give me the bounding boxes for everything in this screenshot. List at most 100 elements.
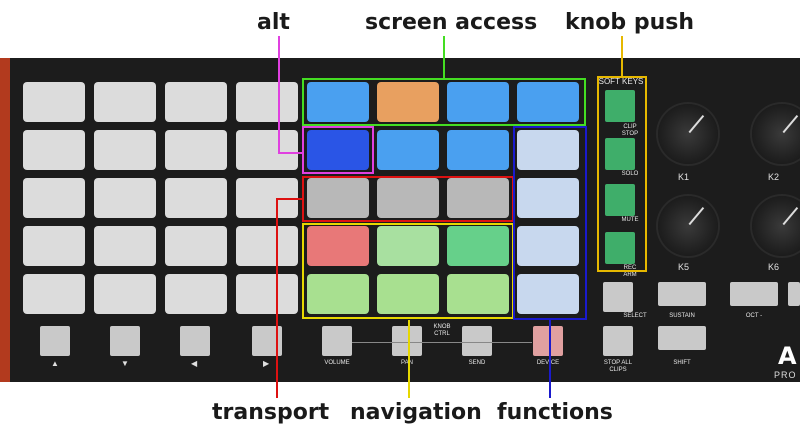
soft-key-rec-arm[interactable]: [605, 232, 635, 264]
pad[interactable]: [447, 130, 509, 170]
down-arrow-icon: ▼: [121, 359, 129, 368]
knob-k6[interactable]: [752, 196, 800, 256]
pad[interactable]: [23, 130, 85, 170]
select-label: SELECT: [623, 313, 647, 319]
pad[interactable]: [447, 82, 509, 122]
pad[interactable]: [165, 130, 227, 170]
pad[interactable]: [377, 178, 439, 218]
send-label: SEND: [468, 360, 486, 366]
callout-screen-access: screen access: [365, 10, 538, 35]
knob-k2-label: K2: [768, 172, 780, 182]
pad[interactable]: [165, 274, 227, 314]
pad[interactable]: [377, 274, 439, 314]
pad[interactable]: [517, 178, 579, 218]
callout-transport: transport: [212, 400, 330, 425]
soft-keys-header: SOFT KEYS: [598, 77, 644, 86]
side-trim: [0, 58, 10, 382]
pad[interactable]: [307, 178, 369, 218]
pad[interactable]: [236, 130, 298, 170]
soft-key-solo[interactable]: [605, 138, 635, 170]
soft-key-label: REC ARM: [623, 265, 637, 278]
down-arrow-button[interactable]: [110, 326, 140, 356]
sustain-label: SUSTAIN: [669, 313, 695, 319]
pad[interactable]: [165, 178, 227, 218]
select-button[interactable]: [603, 282, 633, 312]
up-arrow-icon: ▲: [51, 359, 59, 368]
pad[interactable]: [517, 274, 579, 314]
knob-ctrl-line: [352, 342, 532, 343]
pad[interactable]: [307, 130, 369, 170]
pad[interactable]: [23, 226, 85, 266]
screen-access-leader: [443, 36, 445, 78]
send-button[interactable]: [462, 326, 492, 356]
stop-all-clips-button[interactable]: [603, 326, 633, 356]
pad[interactable]: [377, 226, 439, 266]
knob-k6-label: K6: [768, 262, 780, 272]
alt-leader-horizontal: [278, 152, 304, 154]
knob-push-leader: [621, 36, 623, 76]
transport-leader-vertical: [276, 198, 278, 398]
pad[interactable]: [236, 82, 298, 122]
pad[interactable]: [23, 178, 85, 218]
oct-minus-label: OCT -: [745, 313, 763, 319]
pad[interactable]: [94, 130, 156, 170]
pad[interactable]: [165, 226, 227, 266]
soft-key-clip-stop[interactable]: [605, 90, 635, 122]
shift-label: SHIFT: [673, 360, 691, 366]
pad[interactable]: [377, 130, 439, 170]
oct-plus-button[interactable]: [788, 282, 800, 306]
transport-leader-horizontal: [276, 198, 304, 200]
pad[interactable]: [307, 274, 369, 314]
pad[interactable]: [94, 82, 156, 122]
callout-navigation: navigation: [350, 400, 482, 425]
up-arrow-button[interactable]: [40, 326, 70, 356]
pan-button[interactable]: [392, 326, 422, 356]
callout-alt: alt: [257, 10, 290, 35]
callout-functions: functions: [497, 400, 613, 425]
knob-k5[interactable]: [658, 196, 718, 256]
volume-label: VOLUME: [324, 360, 350, 366]
left-arrow-button[interactable]: [180, 326, 210, 356]
pad[interactable]: [517, 130, 579, 170]
pad[interactable]: [447, 274, 509, 314]
pad[interactable]: [236, 274, 298, 314]
left-arrow-icon: ◀: [191, 359, 198, 368]
pad[interactable]: [307, 226, 369, 266]
soft-key-label: SOLO: [621, 171, 639, 177]
knob-indicator: [688, 206, 705, 226]
pad[interactable]: [447, 178, 509, 218]
oct-minus-button[interactable]: [730, 282, 778, 306]
shift-button[interactable]: [658, 326, 706, 350]
pad[interactable]: [307, 82, 369, 122]
navigation-leader: [408, 320, 410, 398]
right-arrow-icon: ▶: [263, 359, 270, 368]
pad[interactable]: [94, 274, 156, 314]
pan-label: PAN: [401, 360, 413, 366]
volume-button[interactable]: [322, 326, 352, 356]
alt-leader-vertical: [278, 36, 280, 154]
functions-leader: [549, 320, 551, 398]
pad[interactable]: [23, 274, 85, 314]
device-label: DEVICE: [536, 360, 560, 366]
knob-k5-label: K5: [678, 262, 690, 272]
soft-key-mute[interactable]: [605, 184, 635, 216]
pad[interactable]: [517, 226, 579, 266]
pad[interactable]: [94, 178, 156, 218]
knob-k1-label: K1: [678, 172, 690, 182]
stop-all-clips-label: STOP ALL CLIPS: [603, 360, 633, 373]
pad[interactable]: [165, 82, 227, 122]
pad[interactable]: [236, 226, 298, 266]
pad[interactable]: [517, 82, 579, 122]
pad[interactable]: [94, 226, 156, 266]
callout-knob-push: knob push: [565, 10, 694, 35]
brand-logo: A: [778, 342, 797, 370]
pad[interactable]: [447, 226, 509, 266]
soft-key-label: MUTE: [621, 217, 639, 223]
soft-key-label: CLIP STOP: [621, 124, 639, 137]
pad[interactable]: [23, 82, 85, 122]
device-button[interactable]: [533, 326, 563, 356]
knob-k1[interactable]: [658, 104, 718, 164]
knob-k2[interactable]: [752, 104, 800, 164]
sustain-button[interactable]: [658, 282, 706, 306]
pad[interactable]: [377, 82, 439, 122]
